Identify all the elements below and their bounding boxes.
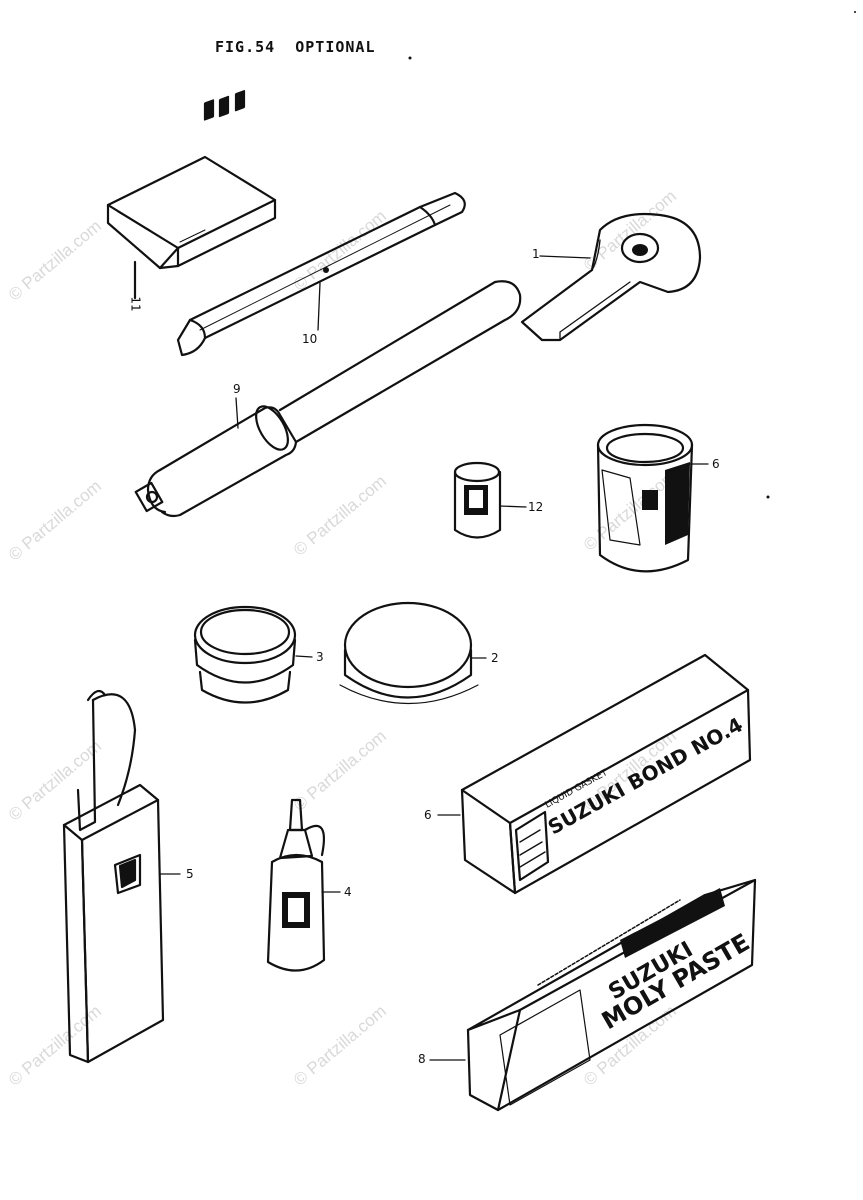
callout-3: 3 xyxy=(316,650,324,664)
part-12-small-can xyxy=(453,461,527,539)
figure-number: FIG.54 xyxy=(215,38,276,56)
figure-title: FIG.54 OPTIONAL xyxy=(215,38,376,56)
part-11-case xyxy=(106,90,277,300)
part-6-can xyxy=(596,423,709,573)
callout-6-box: 6 xyxy=(424,808,432,822)
part-10-tool xyxy=(176,191,466,357)
part-9-grease-gun xyxy=(134,280,522,518)
callout-1: 1 xyxy=(532,247,540,261)
part-2-tin xyxy=(339,601,487,704)
callout-12: 12 xyxy=(528,500,544,514)
callout-9: 9 xyxy=(233,382,241,396)
callout-2: 2 xyxy=(491,651,499,665)
part-8-moly-box xyxy=(429,878,757,1112)
part-6-bond-box xyxy=(437,653,752,895)
callout-8: 8 xyxy=(418,1052,426,1066)
figure-name: OPTIONAL xyxy=(295,38,376,56)
part-3-jar xyxy=(193,605,313,704)
callout-5: 5 xyxy=(186,867,194,881)
part-1-key xyxy=(520,212,702,342)
callout-4: 4 xyxy=(344,885,352,899)
part-4-bottle xyxy=(266,798,341,972)
part-5-container xyxy=(62,689,181,1064)
callout-10: 10 xyxy=(302,332,318,346)
callout-11: 11 xyxy=(128,296,143,312)
callout-6-can: 6 xyxy=(712,457,720,471)
